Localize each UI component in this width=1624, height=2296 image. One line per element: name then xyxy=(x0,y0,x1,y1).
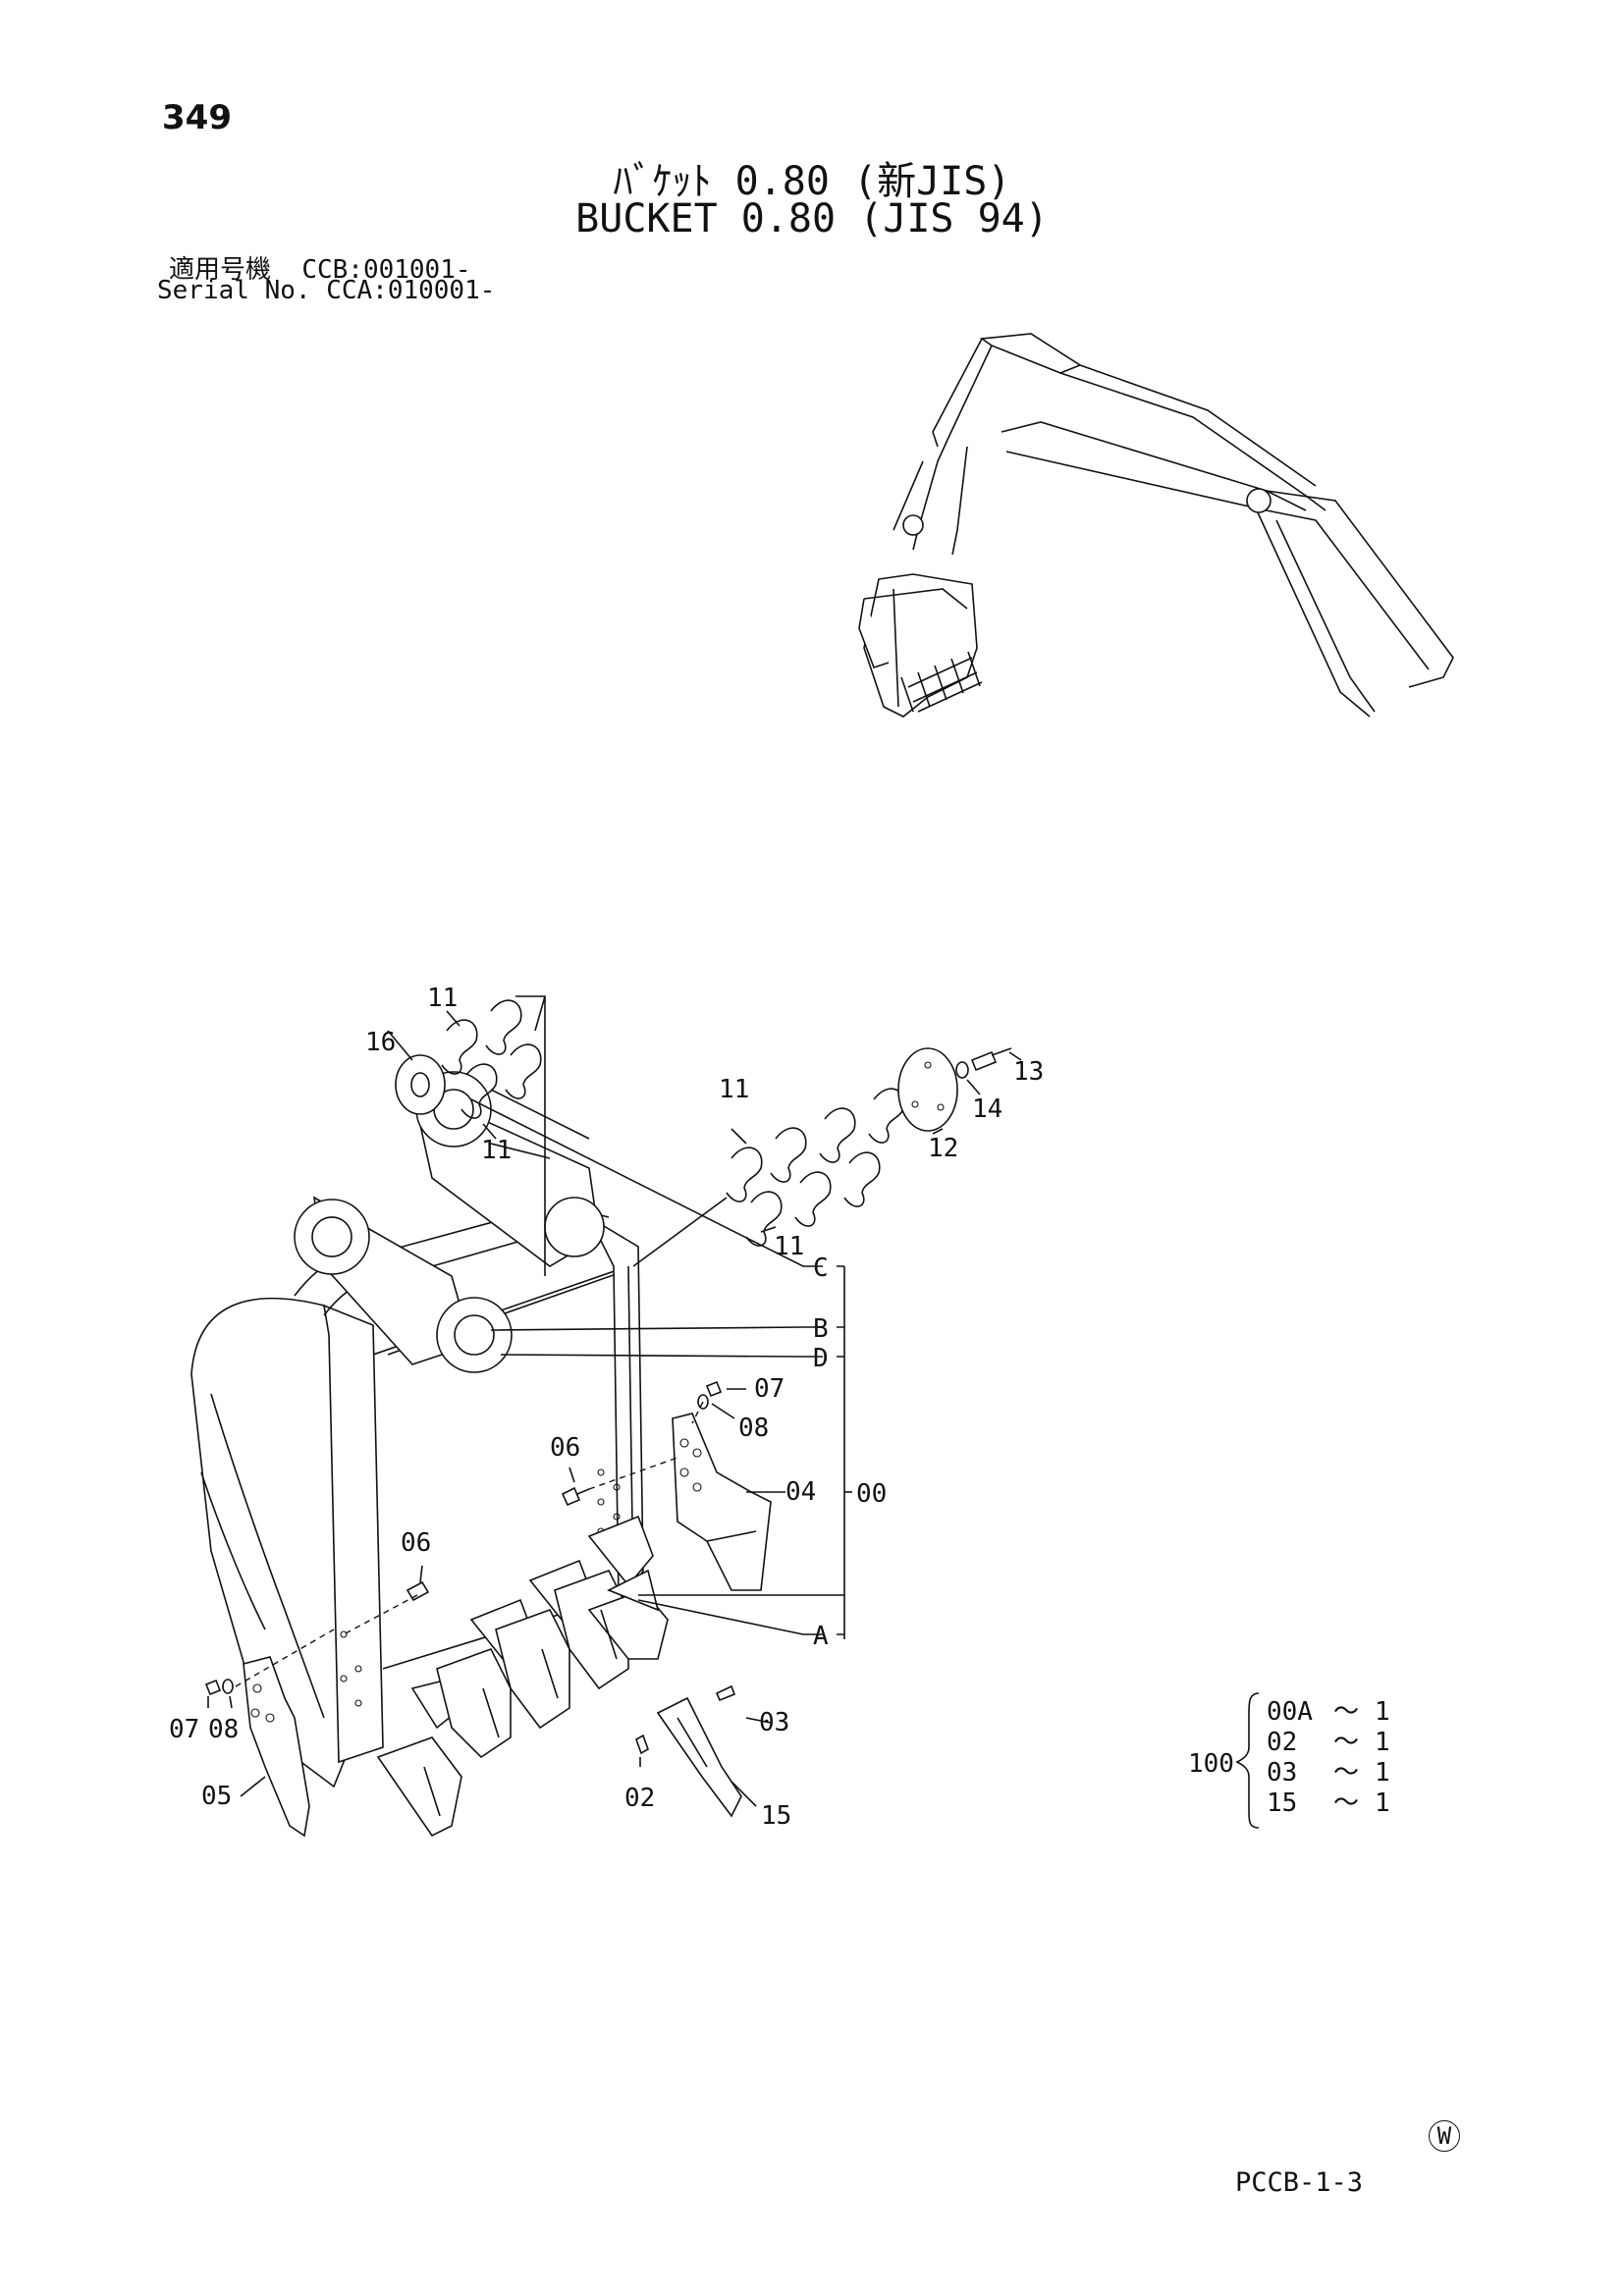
label-part-11-left-lower: 11 xyxy=(481,1136,512,1165)
label-part-15: 15 xyxy=(761,1801,791,1831)
kit-row-2-qty: 1 xyxy=(1375,1728,1390,1757)
label-part-07-right: 07 xyxy=(754,1374,785,1404)
label-part-11-right-lower: 11 xyxy=(774,1232,804,1261)
drawing-code: PCCB-1-3 xyxy=(1235,2167,1364,2198)
ref-letter-d: D xyxy=(813,1344,829,1373)
applicable-label-jp: 適用号機 xyxy=(169,255,272,285)
label-part-12: 12 xyxy=(928,1134,958,1163)
label-part-02: 02 xyxy=(624,1784,655,1813)
ref-letter-a: A xyxy=(813,1622,829,1651)
serial-label-en: Serial No. xyxy=(157,276,311,305)
kit-row-4-sym: ～ xyxy=(1333,1789,1359,1818)
label-part-16: 16 xyxy=(365,1028,396,1057)
bucket-teeth xyxy=(376,1515,669,1838)
kit-row-3-qty: 1 xyxy=(1375,1758,1390,1788)
excavator-arm-overview xyxy=(858,333,1454,718)
page-number: 349 xyxy=(162,98,232,137)
label-part-14: 14 xyxy=(972,1095,1002,1124)
kit-row-2-part: 02 xyxy=(1267,1728,1297,1757)
label-part-03: 03 xyxy=(759,1708,789,1737)
reference-lines xyxy=(207,995,1022,1807)
title-english: BUCKET 0.80 (JIS 94) xyxy=(575,196,1049,241)
label-part-08-right: 08 xyxy=(738,1414,769,1443)
ref-letter-c: C xyxy=(813,1254,829,1283)
kit-quantity-table: 100 00A ～ 1 02 ～ 1 03 ～ 1 15 ～ 1 xyxy=(1188,1692,1390,1829)
kit-row-1-sym: ～ xyxy=(1333,1697,1359,1727)
label-part-07-left: 07 xyxy=(169,1715,199,1744)
kit-row-3-sym: ～ xyxy=(1333,1758,1359,1788)
label-part-06-right: 06 xyxy=(550,1433,580,1463)
title-japanese: ﾊﾞｹｯﾄ 0.80 (新JIS) xyxy=(613,159,1011,204)
bucket-body xyxy=(190,1071,644,1789)
label-part-11-right-upper: 11 xyxy=(719,1075,749,1104)
label-part-13: 13 xyxy=(1013,1057,1044,1087)
kit-row-2-sym: ～ xyxy=(1333,1728,1359,1757)
exploded-parts xyxy=(204,999,1012,1838)
applicable-code-jp: CCB:001001- xyxy=(301,255,471,285)
kit-row-4-part: 15 xyxy=(1267,1789,1297,1818)
kit-number: 100 xyxy=(1188,1749,1234,1779)
label-part-06-left: 06 xyxy=(401,1528,431,1558)
kit-row-1-qty: 1 xyxy=(1375,1697,1390,1727)
label-part-08-left: 08 xyxy=(208,1715,239,1744)
kit-row-1-part: 00A xyxy=(1267,1697,1313,1727)
label-part-04: 04 xyxy=(785,1477,816,1507)
ref-letter-b: B xyxy=(813,1314,829,1344)
circled-w-mark-icon: W xyxy=(1429,2120,1460,2152)
label-part-05: 05 xyxy=(201,1782,232,1811)
label-part-11-top: 11 xyxy=(427,984,458,1013)
serial-code-en: CCA:010001- xyxy=(326,276,496,305)
applicable-serial-jp: 適用号機 CCB:001001- xyxy=(169,249,471,286)
kit-row-3-part: 03 xyxy=(1267,1758,1297,1788)
kit-row-4-qty: 1 xyxy=(1375,1789,1390,1818)
serial-number-en: Serial No. CCA:010001- xyxy=(157,276,495,305)
label-part-00: 00 xyxy=(856,1479,887,1509)
